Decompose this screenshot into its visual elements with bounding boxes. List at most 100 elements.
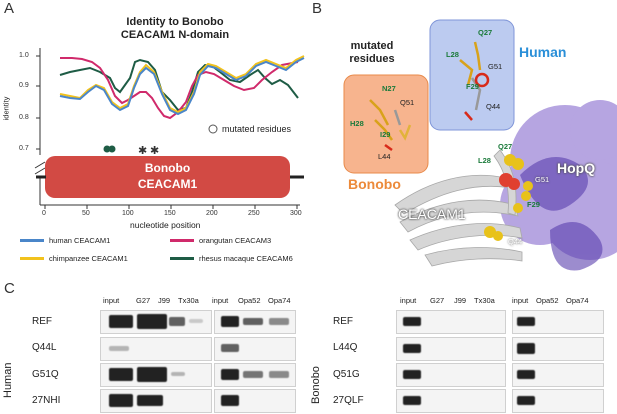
human-lane-input2: input: [212, 296, 229, 305]
complex-residue-q44: Q44: [508, 237, 523, 246]
bonobo-residue-h28: H28: [350, 119, 364, 128]
structure-illustration: [343, 19, 617, 271]
bonobo-row-l44q: L44Q: [333, 342, 358, 353]
legend-human: human CEACAM1: [20, 236, 110, 245]
panel-c-letter: C: [4, 280, 15, 297]
bonobo-blot-ref-left: [396, 310, 506, 334]
human-box: [429, 19, 515, 131]
legend-human-swatch: [20, 239, 44, 242]
legend-rhesus: rhesus macaque CEACAM6: [170, 254, 293, 263]
bonobo-residue-n27: N27: [382, 84, 396, 93]
xtick-200: 200: [206, 210, 218, 217]
bonobo-residue-i29: I29: [380, 130, 391, 139]
human-blot-ref-left: [100, 310, 212, 334]
bonobo-bar: [45, 156, 290, 198]
mutated-star-2: ✱: [150, 145, 159, 157]
bonobo-lane-opa74: Opa74: [566, 296, 589, 305]
mutated-title-line2: residues: [349, 53, 395, 65]
human-line: [59, 57, 305, 116]
bonobo-blot-27qlf-right: [512, 389, 604, 413]
human-row-ref: REF: [32, 316, 52, 327]
complex-spheres: [484, 154, 533, 241]
bonobo-row-27qlf: 27QLF: [333, 395, 364, 406]
bonobo-lane-j99: J99: [454, 296, 467, 305]
mutated-markers: [103, 145, 116, 153]
human-residue-q27: Q27: [478, 28, 493, 37]
xtick-300: 300: [290, 210, 302, 217]
legend-rhesus-label: rhesus macaque CEACAM6: [199, 254, 293, 263]
bonobo-blot-l44q-left: [396, 337, 506, 361]
complex-residue-g51: G51: [535, 175, 550, 184]
complex-residue-q27: Q27: [498, 142, 513, 151]
legend-human-label: human CEACAM1: [49, 236, 111, 245]
human-residue-l28: L28: [446, 50, 459, 59]
human-row-q44l: Q44L: [32, 342, 57, 353]
human-lane-opa52: Opa52: [238, 296, 261, 305]
bonobo-box: [343, 74, 429, 174]
human-residue-q44: Q44: [486, 102, 501, 111]
x-axis-label: nucleotide position: [130, 220, 201, 230]
human-sticks: [459, 41, 490, 121]
bonobo-row-q51g: Q51G: [333, 369, 360, 380]
bonobo-bar-line1: Bonobo: [144, 161, 191, 175]
human-side-label: Human: [2, 362, 14, 398]
legend-orangutan-swatch: [170, 239, 194, 242]
human-row-g51q: G51Q: [32, 369, 59, 380]
human-label: Human: [519, 44, 567, 60]
xtick-250: 250: [248, 210, 260, 217]
bonobo-blot-q51g-left: [396, 363, 506, 387]
legend-orangutan-label: orangutan CEACAM3: [199, 236, 272, 245]
bonobo-residue-l44: L44: [378, 152, 391, 161]
human-blot-q44l-right: [214, 337, 296, 361]
complex-residue-l28: L28: [478, 156, 491, 165]
bonobo-lane-opa52: Opa52: [536, 296, 559, 305]
mutated-star-1: ✱: [138, 145, 147, 157]
human-blot-g51q-left: [100, 363, 212, 387]
legend-orangutan: orangutan CEACAM3: [170, 236, 271, 245]
rhesus-line: [59, 58, 299, 112]
y-axis-label: identity: [1, 96, 11, 121]
bonobo-row-ref: REF: [333, 316, 353, 327]
legend-chimpanzee: chimpanzee CEACAM1: [20, 254, 128, 263]
bonobo-bar-line2: CEACAM1: [137, 177, 198, 191]
mutated-title-line1: mutated: [350, 40, 394, 52]
human-blot-ref-right: [214, 310, 296, 334]
human-blot-g51q-right: [214, 363, 296, 387]
xtick-100: 100: [122, 210, 134, 217]
xtick-150: 150: [164, 210, 176, 217]
ytick-4: 0.7: [19, 145, 29, 152]
bonobo-label: Bonobo: [348, 176, 401, 192]
human-lane-j99: J99: [158, 296, 171, 305]
ceacam-label: CEACAM1: [398, 206, 466, 222]
panel-a-letter: A: [4, 0, 15, 17]
bonobo-lane-input2: input: [512, 296, 529, 305]
human-residue-f29: F29: [466, 82, 479, 91]
chart-title: Identity to Bonobo CEACAM1 N-domain: [70, 16, 280, 42]
xtick-0: 0: [42, 210, 46, 217]
human-lane-input: input: [103, 296, 120, 305]
bonobo-blot-ref-right: [512, 310, 604, 334]
human-blot-27nhi-right: [214, 389, 296, 413]
hopq-label: HopQ: [557, 160, 596, 176]
orangutan-line: [60, 57, 299, 120]
legend-chimpanzee-label: chimpanzee CEACAM1: [49, 254, 128, 263]
bonobo-sticks: [369, 99, 412, 152]
bonobo-lane-tx30a: Tx30a: [474, 296, 495, 305]
human-residue-g51: G51: [488, 62, 503, 71]
xtick-50: 50: [82, 210, 90, 217]
bonobo-blot-27qlf-left: [396, 389, 506, 413]
legend-chimpanzee-swatch: [20, 257, 44, 260]
legend-rhesus-swatch: [170, 257, 194, 260]
complex-residue-f29: F29: [527, 200, 540, 209]
human-blot-q44l-left: [100, 337, 212, 361]
bonobo-side-label: Bonobo: [310, 366, 322, 404]
bonobo-lane-g27: G27: [430, 296, 445, 305]
ytick-3: 0.8: [19, 114, 29, 121]
bonobo-residue-q51: Q51: [400, 98, 415, 107]
ytick-1: 1.0: [19, 52, 29, 59]
human-lane-opa74: Opa74: [268, 296, 291, 305]
human-lane-tx30a: Tx30a: [178, 296, 199, 305]
chart-title-line1: Identity to Bonobo: [126, 16, 224, 28]
chimpanzee-line: [59, 55, 305, 114]
human-row-27nhi: 27NHI: [32, 395, 61, 406]
